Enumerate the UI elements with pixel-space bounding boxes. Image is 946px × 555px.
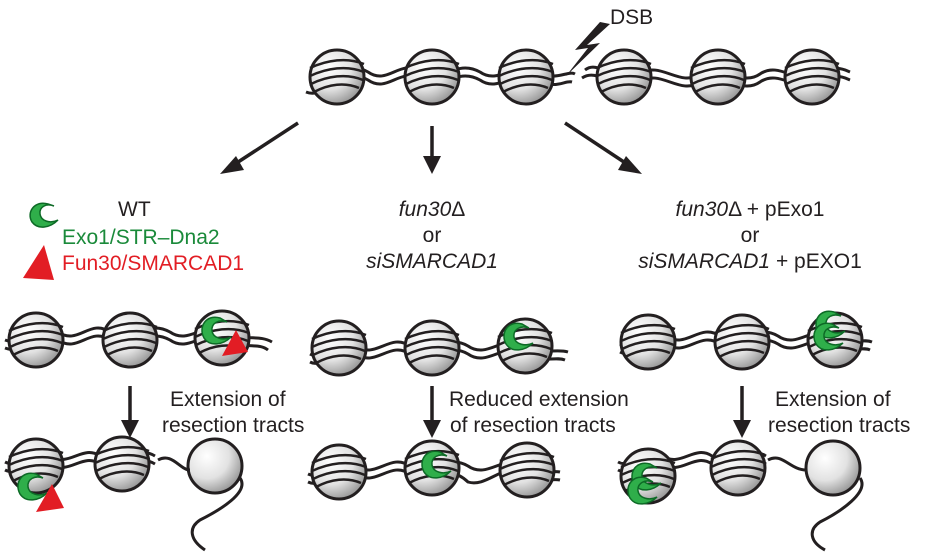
fun30-outcome-line1: Reduced extension [449, 388, 629, 411]
fun30-outcome-line2: of resection tracts [450, 414, 616, 437]
fun30-chromatin-after [307, 439, 561, 501]
fun30-arrow-down [423, 386, 441, 438]
wt-chromatin-after [4, 435, 244, 552]
arrow-to-fun30-pexo1 [564, 121, 642, 174]
lightning-bolt-icon [566, 22, 610, 76]
wt-title: WT [118, 198, 151, 221]
green-crescent-icon [29, 202, 59, 228]
pexo1-title-line3: siSMARCAD1 + pEXO1 [610, 250, 890, 274]
pexo1-chromatin-before [619, 310, 873, 371]
arrow-to-fun30 [423, 126, 441, 174]
fun30-title-line3: siSMARCAD1 [366, 250, 498, 273]
fun30-title-line1: fun30Δ [370, 198, 494, 222]
sismarcad1-gene: siSMARCAD1 [638, 250, 771, 273]
arrow-to-wt [220, 121, 299, 174]
pexo1-arrow-down [733, 386, 751, 438]
dsb-label: DSB [610, 6, 654, 29]
wt-outcome-line1: Extension of [170, 388, 286, 411]
pexo1-outcome-line1: Extension of [775, 388, 891, 411]
wt-outcome-line2: resection tracts [162, 414, 305, 437]
fun30-gene-2: fun30 [675, 198, 729, 221]
delta-symbol: Δ [451, 198, 466, 221]
wt-arrow-down [121, 386, 139, 438]
legend-exo1-label: Exo1/STR–Dna2 [62, 226, 220, 249]
pexo1-chromatin-after [617, 439, 864, 552]
top-chromatin-right [581, 48, 851, 106]
top-chromatin-left [305, 48, 576, 106]
pexo1-title-line2: or [740, 224, 760, 247]
red-triangle-icon [23, 245, 54, 280]
pexo1-suffix-2: + pEXO1 [770, 250, 862, 273]
pexo1-outcome-line2: resection tracts [768, 414, 911, 437]
wt-chromatin-before [4, 309, 273, 369]
legend-fun30-label: Fun30/SMARCAD1 [62, 252, 245, 275]
pexo1-title-line1: fun30Δ + pExo1 [640, 198, 860, 222]
pexo1-suffix: Δ + pExo1 [728, 198, 825, 221]
fun30-chromatin-before [309, 317, 569, 377]
fun30-title-line2: or [422, 224, 442, 247]
fun30-gene: fun30 [398, 198, 452, 221]
